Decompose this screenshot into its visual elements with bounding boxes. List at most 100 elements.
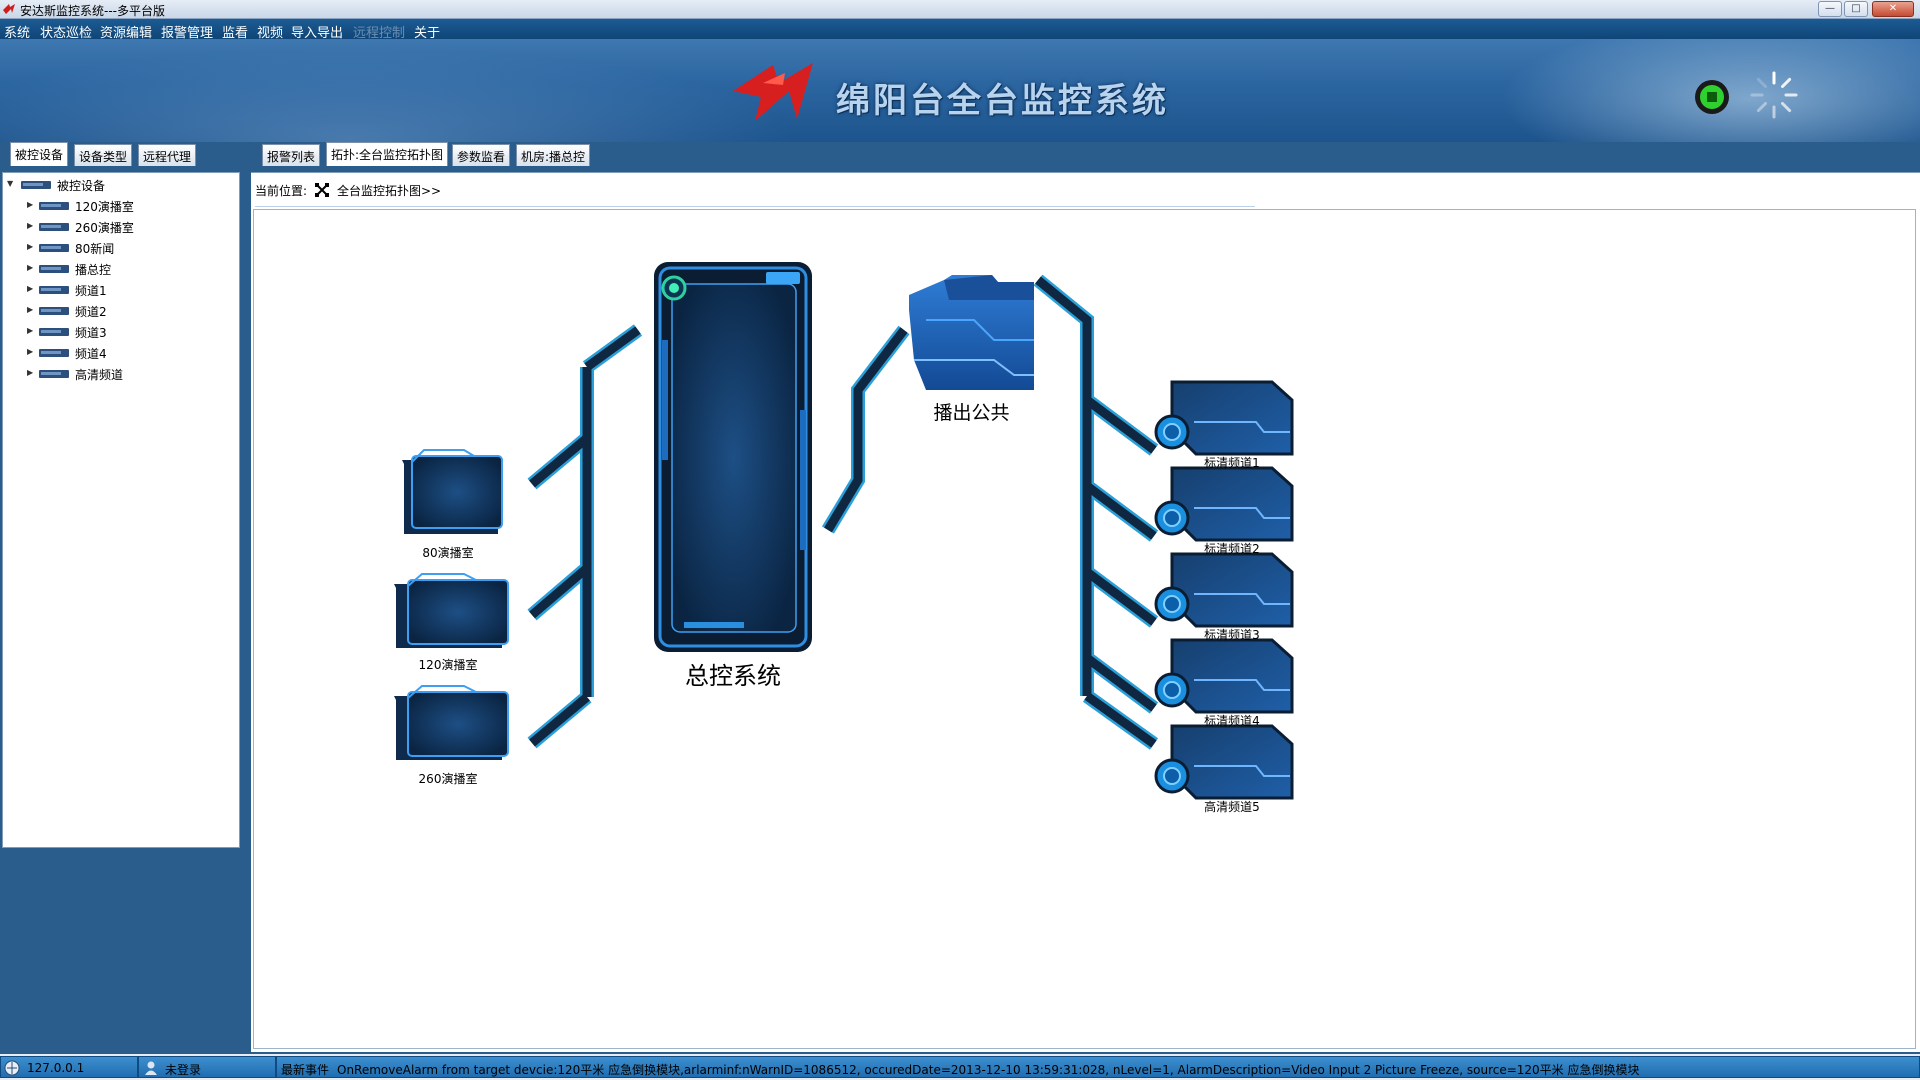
studio-node-260[interactable] bbox=[394, 685, 509, 760]
collapse-arrow-icon[interactable]: ▼ bbox=[7, 179, 14, 188]
breadcrumb-path[interactable]: 全台监控拓扑图>> bbox=[337, 184, 442, 198]
tab-room-broadcast-control[interactable]: 机房:播总控 bbox=[516, 144, 591, 166]
menu-video[interactable]: 视频 bbox=[257, 26, 284, 41]
device-icon bbox=[39, 202, 69, 210]
tab-parameter-monitor[interactable]: 参数监看 bbox=[452, 144, 511, 166]
minimize-button[interactable]: — bbox=[1818, 1, 1842, 17]
window-title: 安达斯监控系统---多平台版 bbox=[20, 4, 165, 18]
studio-node-80[interactable] bbox=[402, 449, 503, 534]
device-icon bbox=[39, 223, 69, 231]
channel-label: 标清频道2 bbox=[1204, 542, 1260, 556]
system-title: 绵阳台全台监控系统 bbox=[836, 81, 1169, 121]
tree-item-label: 120演播室 bbox=[75, 200, 134, 214]
menu-bar: 系统 状态巡检 资源编辑 报警管理 监看 视频 导入导出 远程控制 关于 bbox=[0, 19, 1920, 41]
menu-system[interactable]: 系统 bbox=[4, 26, 31, 41]
device-icon bbox=[39, 349, 69, 357]
topology-icon bbox=[315, 183, 329, 197]
app-logo-icon bbox=[3, 4, 15, 14]
device-panel: 被控设备 设备类型 远程代理 ▼ 被控设备 ▶ 120演播室 ▶ 260演播室 … bbox=[0, 142, 246, 1054]
channel-label: 标清频道3 bbox=[1204, 628, 1260, 642]
window-title-bar: 安达斯监控系统---多平台版 — □ ✕ bbox=[0, 0, 1920, 19]
maximize-button[interactable]: □ bbox=[1844, 1, 1868, 17]
status-bar: 127.0.0.1 未登录 最新事件 OnRemoveAlarm from ta… bbox=[0, 1054, 1920, 1080]
tree-item[interactable]: ▶ 80新闻 bbox=[5, 238, 225, 258]
tree-item[interactable]: ▶ 频道2 bbox=[5, 301, 225, 321]
latest-event-label: 最新事件 bbox=[281, 1063, 330, 1077]
topology-canvas: 总控系统 播出公共 80演播室 120演播室 260演播室 标清频道1 标清频道… bbox=[253, 209, 1916, 1049]
channel-node-2[interactable] bbox=[1154, 466, 1294, 542]
tree-item-label: 播总控 bbox=[75, 263, 112, 277]
tree-item-label: 80新闻 bbox=[75, 242, 115, 256]
channel-node-3[interactable] bbox=[1154, 552, 1294, 628]
tree-item-label: 260演播室 bbox=[75, 221, 134, 235]
device-icon bbox=[39, 307, 69, 315]
menu-remote-control[interactable]: 远程控制 bbox=[353, 26, 406, 41]
tree-item-label: 频道4 bbox=[75, 347, 107, 361]
channel-label: 标清频道1 bbox=[1204, 456, 1260, 470]
expand-arrow-icon[interactable]: ▶ bbox=[27, 263, 34, 272]
center-system-label: 总控系统 bbox=[685, 662, 781, 690]
device-icon bbox=[39, 265, 69, 273]
tree-item[interactable]: ▶ 高清频道 bbox=[5, 364, 225, 384]
server-icon bbox=[4, 1060, 20, 1076]
expand-arrow-icon[interactable]: ▶ bbox=[27, 305, 34, 314]
expand-arrow-icon[interactable]: ▶ bbox=[27, 284, 34, 293]
tree-item[interactable]: ▶ 播总控 bbox=[5, 259, 225, 279]
studio-label: 120演播室 bbox=[418, 658, 478, 672]
menu-monitor[interactable]: 监看 bbox=[222, 26, 249, 41]
user-icon bbox=[145, 1061, 157, 1075]
output-node[interactable] bbox=[909, 275, 1034, 390]
tab-topology[interactable]: 拓扑:全台监控拓扑图 bbox=[326, 142, 449, 166]
user-segment: 未登录 bbox=[138, 1056, 276, 1078]
panel-splitter[interactable] bbox=[242, 142, 248, 1054]
expand-arrow-icon[interactable]: ▶ bbox=[27, 200, 34, 209]
tree-item[interactable]: ▶ 260演播室 bbox=[5, 217, 225, 237]
studio-label: 260演播室 bbox=[418, 772, 478, 786]
loading-spinner-icon bbox=[1750, 71, 1798, 119]
tab-device-types[interactable]: 设备类型 bbox=[74, 144, 133, 166]
link-studios-center bbox=[527, 324, 643, 749]
channel-label: 高清频道5 bbox=[1204, 800, 1260, 814]
output-label: 播出公共 bbox=[933, 402, 1010, 424]
expand-arrow-icon[interactable]: ▶ bbox=[27, 347, 34, 356]
latest-event-segment: 最新事件 OnRemoveAlarm from target devcie:12… bbox=[276, 1056, 1920, 1078]
latest-event-text: OnRemoveAlarm from target devcie:120平米 应… bbox=[337, 1063, 1640, 1077]
red-wing-logo-icon bbox=[733, 63, 813, 121]
channel-node-1[interactable] bbox=[1154, 380, 1294, 456]
tree-item[interactable]: ▶ 频道4 bbox=[5, 343, 225, 363]
expand-arrow-icon[interactable]: ▶ bbox=[27, 242, 34, 251]
studio-label: 80演播室 bbox=[422, 546, 474, 560]
device-icon bbox=[39, 286, 69, 294]
expand-arrow-icon[interactable]: ▶ bbox=[27, 368, 34, 377]
server-address: 127.0.0.1 bbox=[27, 1061, 85, 1075]
tab-alarm-list[interactable]: 报警列表 bbox=[262, 144, 321, 166]
header-banner: 绵阳台全台监控系统 bbox=[0, 39, 1920, 142]
channel-node-4[interactable] bbox=[1154, 638, 1294, 714]
menu-status-inspection[interactable]: 状态巡检 bbox=[40, 26, 93, 41]
device-tree: ▼ 被控设备 ▶ 120演播室 ▶ 260演播室 ▶ 80新闻 ▶ 播总控 ▶ … bbox=[2, 172, 240, 848]
menu-resource-edit[interactable]: 资源编辑 bbox=[100, 26, 153, 41]
channel-node-5[interactable] bbox=[1154, 724, 1294, 800]
menu-import-export[interactable]: 导入导出 bbox=[291, 26, 344, 41]
menu-alarm-management[interactable]: 报警管理 bbox=[161, 26, 214, 41]
studio-node-120[interactable] bbox=[394, 573, 509, 648]
device-group-icon bbox=[21, 181, 51, 189]
device-icon bbox=[39, 328, 69, 336]
tree-item[interactable]: ▶ 频道3 bbox=[5, 322, 225, 342]
link-output-channels bbox=[1033, 274, 1159, 750]
menu-about[interactable]: 关于 bbox=[414, 26, 441, 41]
tree-item[interactable]: ▶ 频道1 bbox=[5, 280, 225, 300]
tab-remote-agents[interactable]: 远程代理 bbox=[138, 144, 197, 166]
main-panel: 报警列表 拓扑:全台监控拓扑图 参数监看 机房:播总控 当前位置: 全台监控拓扑… bbox=[248, 142, 1920, 1054]
tree-root[interactable]: ▼ 被控设备 bbox=[5, 175, 225, 195]
device-icon bbox=[39, 244, 69, 252]
center-system-node[interactable] bbox=[654, 262, 812, 652]
tree-item[interactable]: ▶ 120演播室 bbox=[5, 196, 225, 216]
tree-item-label: 频道1 bbox=[75, 284, 107, 298]
breadcrumb: 当前位置: 全台监控拓扑图>> bbox=[251, 173, 1920, 207]
topology-frame: 当前位置: 全台监控拓扑图>> bbox=[251, 172, 1920, 1052]
tab-controlled-devices[interactable]: 被控设备 bbox=[10, 142, 69, 166]
expand-arrow-icon[interactable]: ▶ bbox=[27, 326, 34, 335]
close-button[interactable]: ✕ bbox=[1872, 1, 1914, 17]
expand-arrow-icon[interactable]: ▶ bbox=[27, 221, 34, 230]
